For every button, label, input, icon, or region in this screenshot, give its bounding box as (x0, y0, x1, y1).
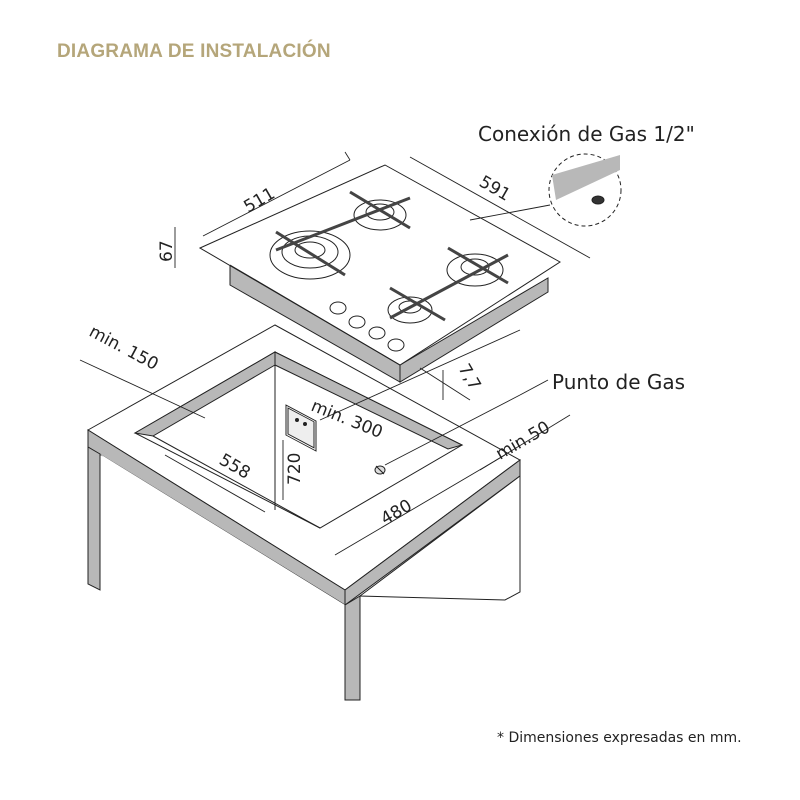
dim-socket-height: 720 (285, 453, 305, 485)
dimension-lines (79, 151, 591, 556)
dim-min-left: min. 150 (86, 322, 162, 375)
countertop (87, 324, 521, 701)
gas-point-label: Punto de Gas (552, 370, 685, 394)
dim-depth: 591 (476, 172, 514, 206)
dim-height: 67 (157, 240, 177, 262)
power-socket-icon (287, 407, 315, 449)
burner-icon (269, 199, 504, 324)
gas-connection-detail (548, 153, 622, 227)
diagram-title: DIAGRAMA DE INSTALACIÓN (57, 41, 331, 62)
gas-connection-label: Conexión de Gas 1/2" (478, 122, 695, 146)
dim-protrusion: 7,7 (454, 361, 485, 394)
footnote: * Dimensiones expresadas en mm. (497, 730, 742, 746)
grate-icon (275, 190, 509, 322)
dim-width: 511 (241, 184, 279, 218)
gas-point-icon (374, 465, 386, 475)
cooktop (198, 164, 561, 383)
dim-min-right: min.50 (493, 417, 554, 464)
knob-icon (329, 301, 405, 352)
